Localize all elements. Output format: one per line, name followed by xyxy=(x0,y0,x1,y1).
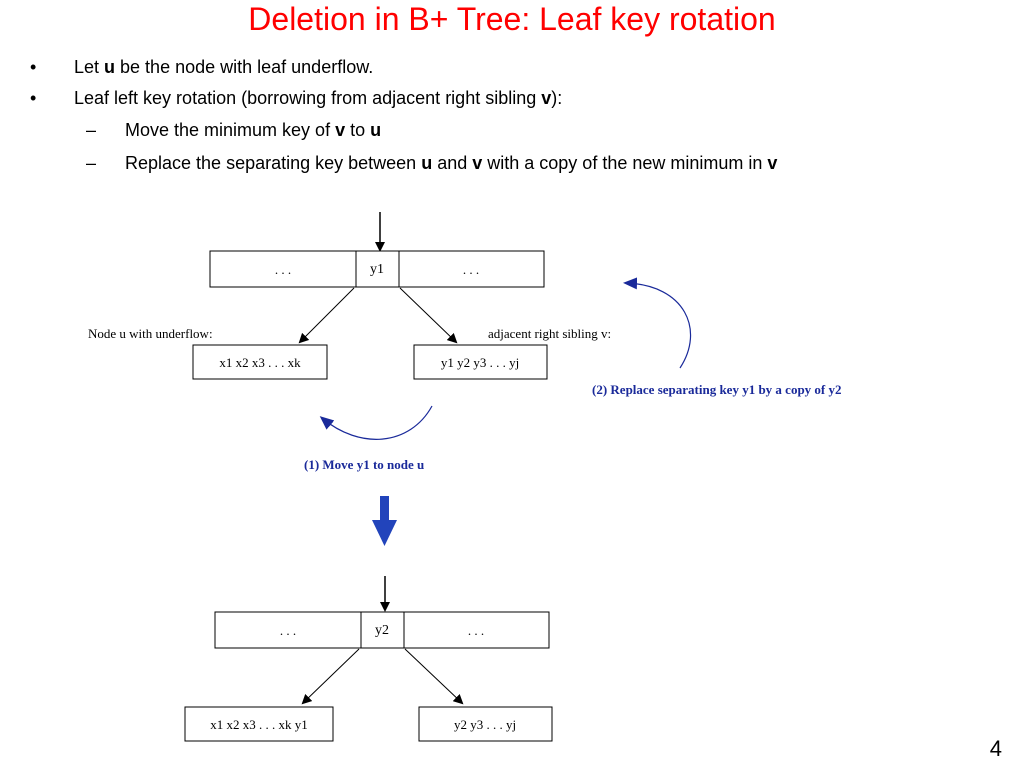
bullet-text: and xyxy=(432,153,473,173)
parent-node-after: . . . y2 . . . xyxy=(214,611,550,649)
bullet-text: be the node with leaf underflow. xyxy=(115,57,374,77)
parent-right-ellipsis: . . . xyxy=(463,262,479,277)
left-leaf-keys-after: x1 x2 x3 . . . xk y1 xyxy=(210,717,308,732)
right-leaf-before xyxy=(413,344,548,380)
bullet-bold: v xyxy=(767,153,778,173)
sub-bullet-marker: – xyxy=(86,153,97,173)
parent-left-ellipsis: . . . xyxy=(275,262,291,277)
bullet-text: with a copy of the new minimum in xyxy=(482,153,768,173)
right-leaf-keys: y1 y2 y3 . . . yj xyxy=(441,355,519,370)
sub-bullet-line-2: Replace the separating key between u and… xyxy=(125,152,777,174)
left-leaf-after xyxy=(184,706,334,742)
left-leaf-keys: x1 x2 x3 . . . xk xyxy=(219,355,301,370)
step2-label: (2) Replace separating key y1 by a copy … xyxy=(592,382,842,397)
bullet-line-1: Let u be the node with leaf underflow. xyxy=(74,56,373,78)
sub-bullet-line-1: Move the minimum key of v to u xyxy=(125,119,381,141)
bullet-text: Replace the separating key between xyxy=(125,153,422,173)
right-leaf-keys-after: y2 y3 . . . yj xyxy=(454,717,516,732)
right-leaf-label: adjacent right sibling v: xyxy=(488,326,611,341)
slide-title: Deletion in B+ Tree: Leaf key rotation xyxy=(248,1,776,37)
page-number: 4 xyxy=(989,736,1002,761)
replace-key-arrow xyxy=(623,277,692,369)
sub-bullet-marker: – xyxy=(86,120,97,140)
left-leaf-before xyxy=(192,344,328,380)
bullet-bold: v xyxy=(541,88,552,108)
bullet-marker: • xyxy=(30,57,37,77)
bullet-bold: u xyxy=(370,120,382,140)
bullet-bold: v xyxy=(335,120,346,140)
parent-node-before: . . . y1 . . . xyxy=(209,250,545,288)
move-key-arrow xyxy=(319,405,433,440)
bullet-text: Leaf left key rotation (borrowing from a… xyxy=(74,88,542,108)
bullet-text: ): xyxy=(551,88,563,108)
bullet-text: to xyxy=(345,120,371,140)
left-child-pointer xyxy=(298,287,355,344)
bullet-bold: u xyxy=(421,153,433,173)
bullet-bold: v xyxy=(472,153,483,173)
parent-right-ellipsis-after: . . . xyxy=(468,623,484,638)
left-leaf-label: Node u with underflow: xyxy=(88,326,213,341)
right-leaf-after xyxy=(418,706,553,742)
parent-key: y1 xyxy=(370,262,384,277)
parent-left-ellipsis-after: . . . xyxy=(280,623,296,638)
bullet-text: Let xyxy=(74,57,105,77)
bullet-line-2: Leaf left key rotation (borrowing from a… xyxy=(74,87,562,109)
bullet-bold: u xyxy=(104,57,116,77)
transition-arrow xyxy=(372,496,397,546)
parent-key-after: y2 xyxy=(375,623,389,638)
bullet-marker: • xyxy=(30,88,37,108)
step1-label: (1) Move y1 to node u xyxy=(304,457,424,472)
left-child-pointer-after xyxy=(301,648,360,705)
bullet-text: Move the minimum key of xyxy=(125,120,336,140)
right-child-pointer-after xyxy=(404,648,464,705)
right-child-pointer xyxy=(399,287,458,344)
